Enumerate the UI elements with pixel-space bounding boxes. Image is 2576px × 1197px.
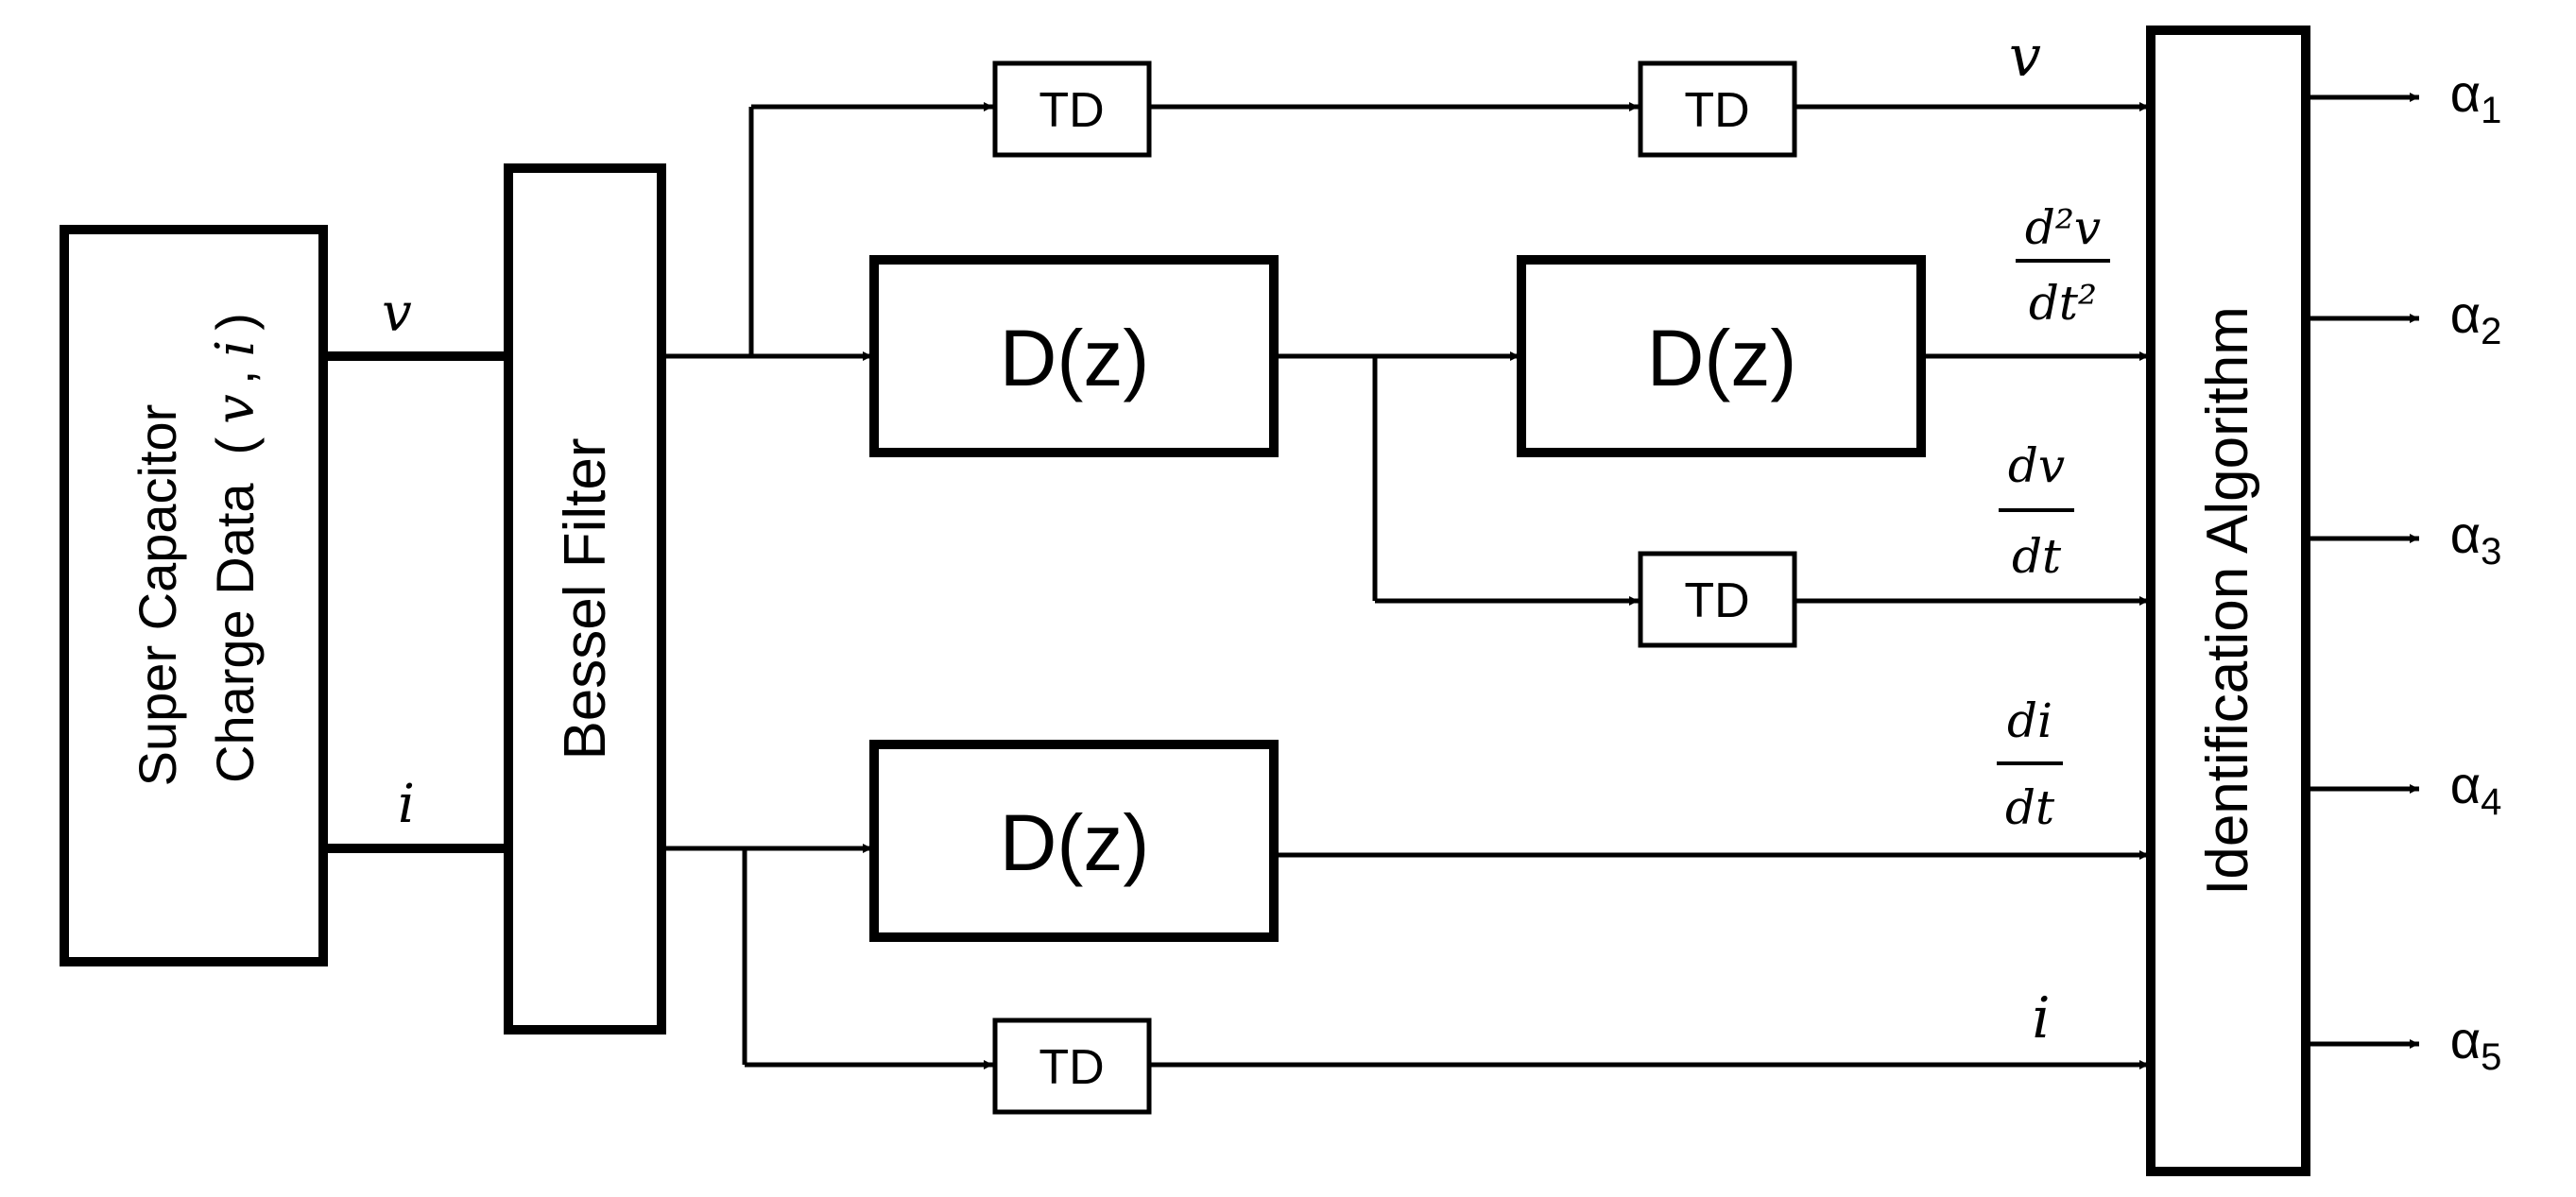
td-label-2: TD (1684, 83, 1749, 138)
source-label-line1: Super Capacitor (128, 404, 187, 787)
dz-block-1: D(z) (869, 255, 1279, 457)
source-label-line2: Charge Data(v,i) (205, 313, 266, 783)
td-block-1: TD (992, 60, 1152, 158)
bessel-filter-block: Bessel Filter (504, 163, 666, 1035)
signal-dv-dt-label: dv dt (1999, 438, 2074, 584)
signal-i-label: i (2032, 985, 2050, 1052)
input-i-label: i (398, 774, 415, 835)
di-denominator: dt (2005, 780, 2055, 835)
dz-label-1: D(z) (1000, 314, 1150, 402)
output-3-label: α3 (2450, 504, 2502, 573)
d2v-denominator: dt² (2029, 276, 2097, 331)
signal-di-dt-label: di dt (1997, 693, 2063, 835)
output-1-label: α1 (2450, 63, 2502, 131)
output-5-label: α5 (2450, 1010, 2502, 1078)
td-block-2: TD (1638, 60, 1797, 158)
signal-v-label: v (2009, 24, 2041, 90)
dv-denominator: dt (2012, 529, 2062, 584)
dz-label-3: D(z) (1000, 798, 1150, 887)
dz-label-2: D(z) (1647, 314, 1797, 402)
dv-numerator: dv (2008, 438, 2065, 493)
td-block-3: TD (1638, 551, 1797, 648)
td-label-1: TD (1039, 83, 1104, 138)
output-4-label: α4 (2450, 755, 2502, 823)
output-2-label: α2 (2450, 284, 2502, 352)
input-v-label: v (382, 282, 412, 344)
dz-block-3: D(z) (869, 740, 1279, 942)
d2v-numerator: d²v (2025, 200, 2101, 255)
dz-block-2: D(z) (1517, 255, 1926, 457)
source-block: Super Capacitor Charge Data(v,i) (60, 225, 328, 966)
td-label-4: TD (1039, 1040, 1104, 1095)
di-numerator: di (2007, 693, 2052, 748)
bessel-filter-label: Bessel Filter (553, 437, 618, 760)
identification-block: Identification Algorithm (2146, 26, 2310, 1176)
td-block-4: TD (992, 1017, 1152, 1115)
identification-label: Identification Algorithm (2195, 306, 2260, 896)
signal-d2v-dt2-label: d²v dt² (2016, 200, 2110, 331)
td-label-3: TD (1684, 573, 1749, 628)
